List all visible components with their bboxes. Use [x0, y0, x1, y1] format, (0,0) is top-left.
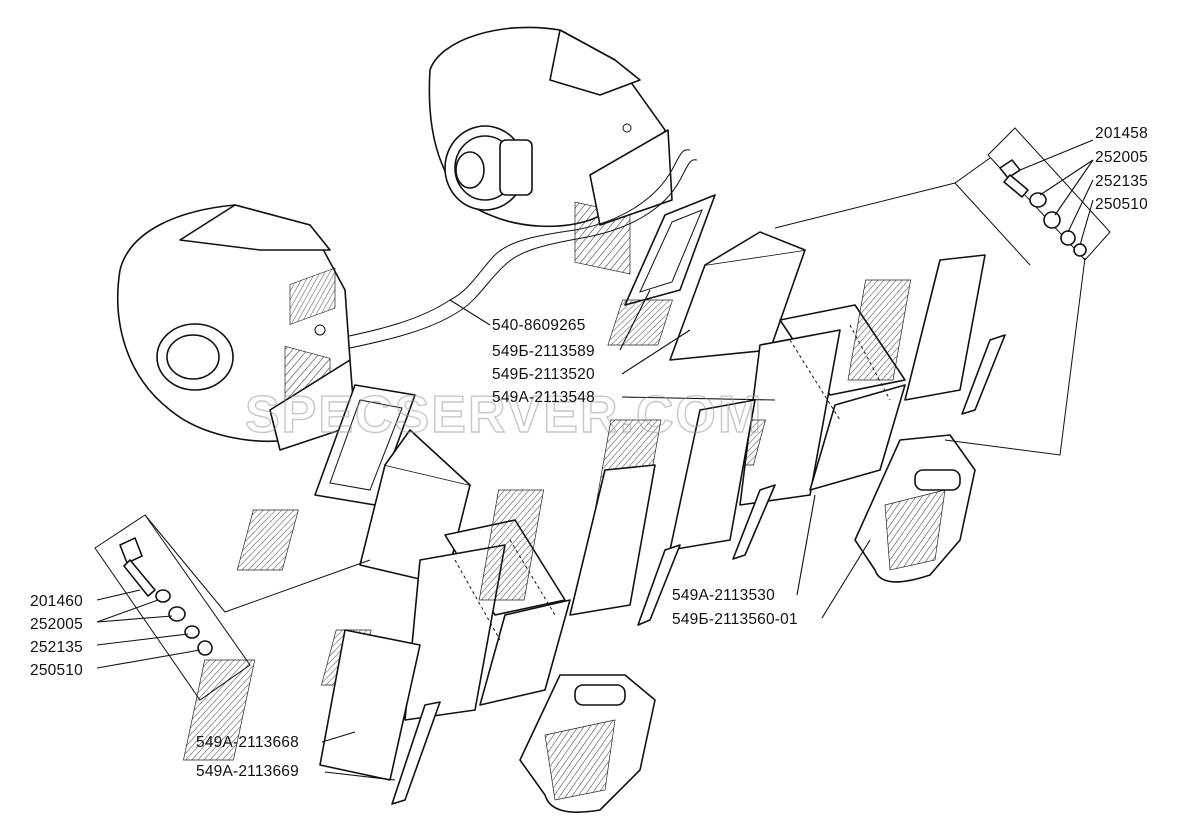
label-plate-bottom: 549А-2113668 [196, 734, 299, 751]
plate-549A-2113668 [183, 629, 421, 781]
strip-549A-2113669 [391, 701, 441, 805]
label-fastener-right-1: 252005 [1095, 149, 1148, 166]
washer-icon [1029, 192, 1047, 208]
label-fastener-left-0: 201460 [30, 593, 83, 610]
plate-center [478, 464, 681, 626]
part-labels: 540-8609265 549Б-2113589 549Б-2113520 54… [30, 125, 1148, 780]
label-fastener-right-3: 250510 [1095, 196, 1148, 213]
label-connector-top: 549А-2113548 [492, 389, 595, 406]
lock-washer-icon [184, 625, 200, 639]
heater-unit-left [117, 204, 356, 451]
fastener-group-right [774, 127, 1111, 456]
label-hose: 540-8609265 [492, 317, 586, 334]
heater-unit-top [428, 26, 673, 275]
label-strip-bottom: 549А-2113669 [196, 763, 299, 780]
spring-washer-icon [168, 606, 186, 622]
label-fastener-left-1: 252005 [30, 616, 83, 633]
label-duct-top: 549Б-2113520 [492, 366, 595, 383]
leader-lines [321, 289, 871, 781]
duct-lower-left [236, 429, 471, 586]
fastener-group-left [94, 514, 371, 701]
label-gasket-top: 549Б-2113589 [492, 343, 595, 360]
nut-icon [197, 640, 213, 656]
label-fastener-left-3: 250510 [30, 662, 83, 679]
label-elbow-right: 549Б-2113560-01 [672, 611, 798, 628]
elbow-549B-2113560-01 [854, 434, 976, 583]
plate-right-upper [847, 254, 1006, 415]
nut-icon [1073, 243, 1087, 257]
label-connector-right: 549А-2113530 [672, 587, 775, 604]
washer-icon [155, 589, 171, 603]
label-fastener-left-2: 252135 [30, 639, 83, 656]
nut-icon [1060, 230, 1076, 246]
label-fastener-right-0: 201458 [1095, 125, 1148, 142]
hose-540-8609265 [329, 149, 698, 351]
bolt-icon [119, 537, 156, 597]
elbow-lower [519, 674, 656, 813]
label-fastener-right-2: 252135 [1095, 173, 1148, 190]
gasket-549B-2113589 [624, 194, 716, 306]
spring-washer-icon [1043, 211, 1061, 229]
bolt-icon [999, 159, 1029, 198]
watermark-text: SPECSERVER.COM [245, 386, 763, 444]
duct-549B-2113520 [607, 231, 806, 361]
